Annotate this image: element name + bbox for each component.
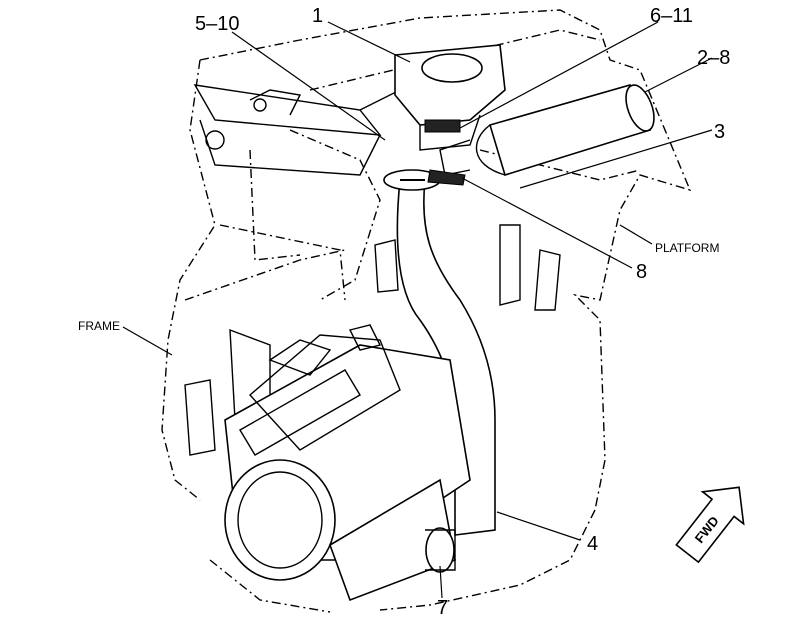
callout-8: 8: [636, 261, 647, 283]
callout-4: 4: [587, 533, 598, 555]
callout-7: 7: [437, 597, 448, 619]
callout-1: 1: [312, 5, 323, 27]
clamp-6-11: [424, 119, 461, 133]
aftertreatment-module: [224, 324, 471, 602]
callout-3: 3: [714, 121, 725, 143]
fwd-arrow-icon: FWD: [675, 486, 745, 564]
brackets: [184, 224, 561, 456]
inlet-elbow: [394, 44, 506, 151]
platform-outline: [161, 9, 692, 611]
callout-5-10: 5–10: [195, 13, 240, 35]
frame-label: FRAME: [78, 319, 120, 333]
horizontal-pipe: [439, 84, 655, 177]
callout-6-11: 6–11: [650, 5, 693, 27]
leader-lines: [122, 21, 713, 599]
platform-label: PLATFORM: [655, 241, 719, 255]
callout-2-8: 2–8: [697, 47, 730, 69]
upper-clamp-8: [427, 169, 466, 186]
bottom-clamp: [425, 527, 456, 573]
top-beam: [193, 84, 431, 176]
